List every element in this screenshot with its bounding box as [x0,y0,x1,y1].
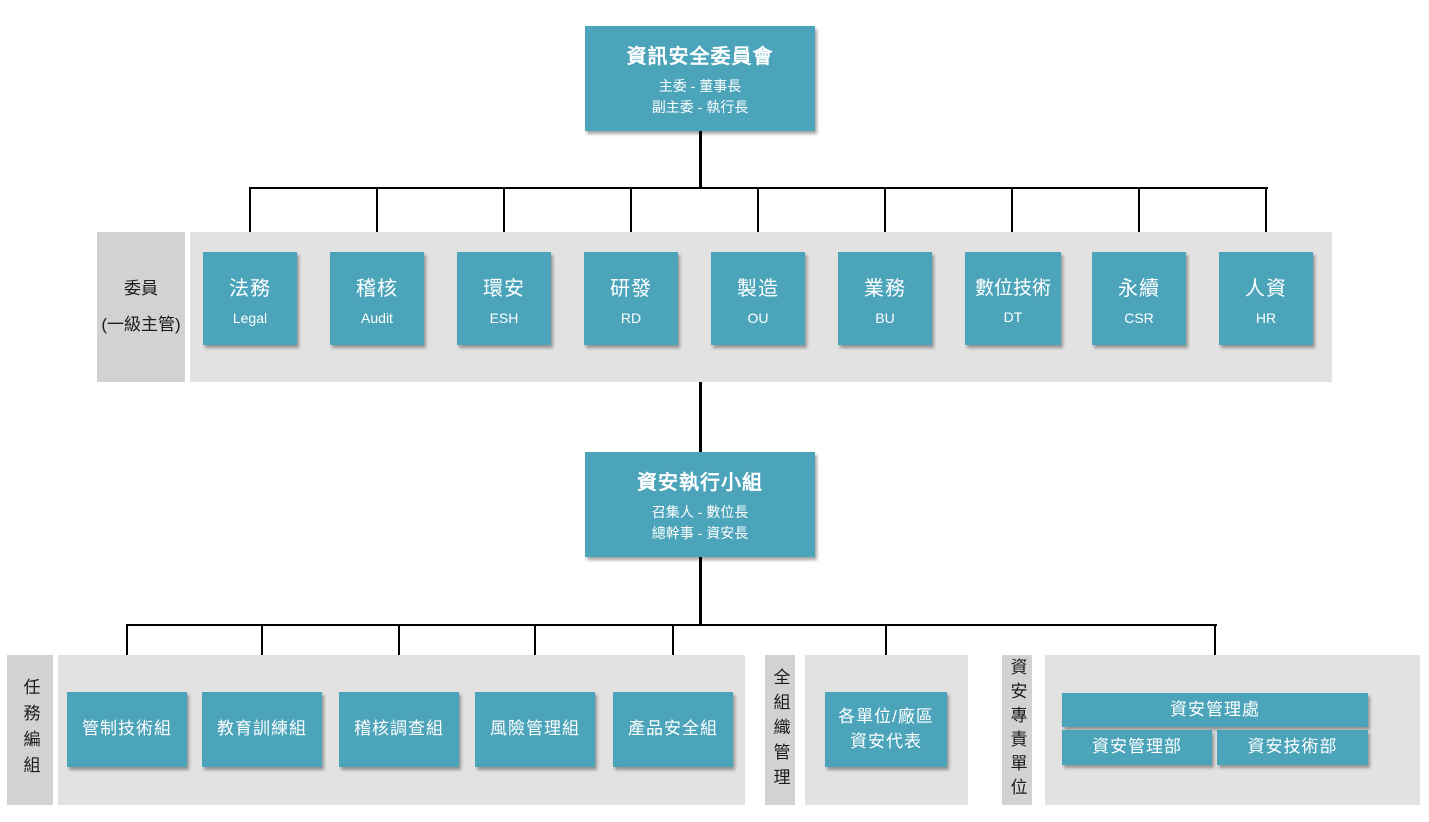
connector-drop-dt [1011,187,1013,253]
committee-title: 資訊安全委員會 [626,45,774,68]
connector-drop-hr [1265,187,1267,253]
task-group-box-4: 風險管理組 [475,692,595,767]
committee-vice-chair: 副主委 - 執行長 [651,98,749,115]
member-box-csr: 永續 CSR [1092,252,1186,345]
member-zh: 人資 [1245,277,1287,300]
connector-bottom-horizontal [126,624,1217,626]
member-zh: 研發 [610,277,652,300]
members-label-line2: (一級主管) [101,315,181,334]
connector-drop-rd [630,187,632,253]
member-zh: 環安 [483,277,525,300]
connector-exec-trunk [699,556,702,626]
task-group-box-3: 稽核調查組 [339,692,459,767]
connector-top-trunk [699,131,702,189]
task-group-label: 產品安全組 [628,719,718,739]
member-en: ESH [489,309,519,326]
task-group-label: 管制技術組 [82,719,172,739]
exec-team-title: 資安執行小組 [637,471,763,494]
task-group-box-1: 管制技術組 [67,692,187,767]
org-wide-box-line2: 資安代表 [849,731,922,751]
task-section-label: 任務編組 [7,655,53,805]
org-wide-section-label: 全組織管理 [765,655,795,805]
connector-drop-ou [757,187,759,253]
member-zh: 數位技術 [974,277,1051,299]
committee-box: 資訊安全委員會 主委 - 董事長 副主委 - 執行長 [585,26,815,131]
member-en: Legal [232,309,268,326]
connector-drop-csr [1138,187,1140,253]
dedicated-parent-box: 資安管理處 [1062,693,1368,727]
member-box-dt: 數位技術 DT [965,252,1061,345]
dedicated-child1-label: 資安管理部 [1092,737,1182,757]
committee-chair: 主委 - 董事長 [658,77,742,94]
member-zh: 製造 [737,277,779,300]
connector-drop-bu [884,187,886,253]
connector-drop-audit [376,187,378,253]
member-en: DT [1003,308,1023,325]
member-box-rd: 研發 RD [584,252,678,345]
members-label-plate: 委員 (一級主管) [97,232,185,382]
member-box-bu: 業務 BU [838,252,932,345]
org-wide-box-line1: 各單位/廠區 [838,706,934,726]
org-wide-box-text: 各單位/廠區 資安代表 [838,705,934,754]
exec-team-convener: 召集人 - 數位長 [651,503,749,520]
exec-team-box: 資安執行小組 召集人 - 數位長 總幹事 - 資安長 [585,452,815,557]
exec-team-leaders: 召集人 - 數位長 總幹事 - 資安長 [652,502,748,544]
member-en: Audit [361,309,393,326]
member-box-ou: 製造 OU [711,252,805,345]
member-zh: 稽核 [356,277,398,300]
task-group-label: 稽核調查組 [354,719,444,739]
member-zh: 永續 [1118,277,1160,300]
dedicated-child1-box: 資安管理部 [1062,730,1212,765]
member-box-esh: 環安 ESH [457,252,551,345]
task-group-box-5: 產品安全組 [613,692,733,767]
member-en: BU [875,309,895,326]
connector-band-to-exec [699,382,702,453]
task-group-box-2: 教育訓練組 [202,692,322,767]
dedicated-section-label: 資安專責單位 [1002,655,1032,805]
member-box-audit: 稽核 Audit [330,252,424,345]
connector-drop-legal [249,187,251,253]
member-en: HR [1255,309,1277,326]
member-box-legal: 法務 Legal [203,252,297,345]
committee-leaders: 主委 - 董事長 副主委 - 執行長 [652,76,748,118]
task-group-label: 教育訓練組 [217,719,307,739]
member-en: CSR [1124,309,1154,326]
members-label: 委員 (一級主管) [101,271,180,342]
dedicated-parent-label: 資安管理處 [1170,699,1260,719]
member-en: RD [620,309,642,326]
member-en: OU [747,309,769,326]
dedicated-child2-label: 資安技術部 [1247,737,1338,757]
member-zh: 法務 [229,277,271,300]
org-wide-box: 各單位/廠區 資安代表 [825,692,947,767]
member-zh: 業務 [864,277,906,300]
task-group-label: 風險管理組 [490,719,580,739]
members-label-line1: 委員 [123,279,158,299]
exec-team-secretary: 總幹事 - 資安長 [651,524,749,541]
connector-drop-esh [503,187,505,253]
member-box-hr: 人資 HR [1219,252,1313,345]
dedicated-child2-box: 資安技術部 [1217,730,1368,765]
